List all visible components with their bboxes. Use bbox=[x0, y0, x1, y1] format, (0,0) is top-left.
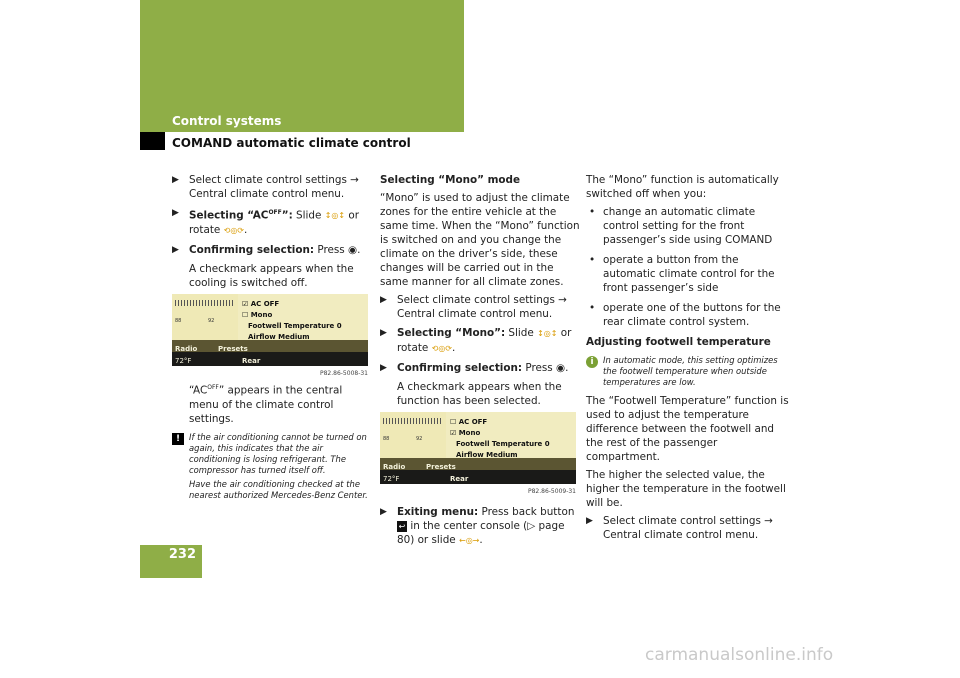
menu-item-rear: Rear bbox=[450, 475, 469, 483]
column-1: ▶ Select climate control settings → Cent… bbox=[172, 173, 372, 507]
mono-paragraph: “Mono” is used to adjust the climate zon… bbox=[380, 192, 580, 288]
step-select-mono: ▶ Selecting “Mono”: Slide ↕◎↕ or rotate … bbox=[380, 327, 572, 354]
column-2: Selecting “Mono” mode “Mono” is used to … bbox=[380, 173, 580, 553]
step-arrow-icon: ▶ bbox=[380, 295, 387, 305]
step-arrow-icon: ▶ bbox=[172, 208, 179, 218]
menu-item-mono: ☐ Mono bbox=[242, 311, 273, 320]
slide-left-right-icon: ←◎→ bbox=[459, 536, 480, 545]
step-select-settings: ▶ Select climate control settings → Cent… bbox=[172, 174, 359, 200]
step-confirm: ▶ Confirming selection: Press ◉. bbox=[172, 244, 361, 257]
step-arrow-icon: ▶ bbox=[380, 363, 387, 373]
list-item: •change an automatic climate control set… bbox=[589, 206, 773, 246]
slide-updown-icon: ↕◎↕ bbox=[537, 329, 558, 338]
result-text: A checkmark appears when the cooling is … bbox=[189, 263, 354, 290]
footwell-paragraph-1: The “Footwell Temperature” function is u… bbox=[586, 395, 789, 463]
rotate-icon: ⟲◎⟳ bbox=[223, 226, 245, 236]
step-arrow-icon: ▶ bbox=[172, 175, 179, 185]
step-arrow-icon: ▶ bbox=[380, 328, 387, 338]
menu-item-ac: ☐ AC OFF bbox=[450, 418, 488, 426]
footwell-heading: Adjusting footwell temperature bbox=[586, 336, 771, 348]
step-select-settings: ▶ Select climate control settings → Cent… bbox=[380, 294, 567, 320]
warning-icon: ! bbox=[172, 432, 184, 445]
subsection-title: COMAND automatic climate control bbox=[172, 136, 411, 150]
figure-code: P82.86-5009-31 bbox=[527, 488, 576, 495]
menu-item-ac: ☑ AC OFF bbox=[242, 300, 280, 309]
menu-item-footwell: Footwell Temperature 0 bbox=[248, 322, 342, 331]
display-bottom: Radio Presets 72°F Rear bbox=[380, 458, 576, 484]
press-icon: ◉ bbox=[348, 244, 358, 257]
scale bbox=[175, 300, 233, 307]
step-select-ac: ▶ Selecting “ACOFF”: Slide ↕◎↕ or rotate… bbox=[172, 208, 360, 237]
result-text: A checkmark appears when the function ha… bbox=[397, 381, 562, 407]
radio-label: Radio bbox=[175, 345, 198, 354]
step-arrow-icon: ▶ bbox=[172, 245, 179, 256]
info-note: i In automatic mode, this setting optimi… bbox=[586, 355, 790, 388]
menu-item-rear: Rear bbox=[242, 357, 261, 366]
page-number-box: 232 bbox=[140, 545, 202, 578]
back-button-icon: ↩ bbox=[397, 520, 407, 532]
display-bottom: Radio Presets 72°F Rear bbox=[172, 340, 368, 367]
scale bbox=[383, 418, 441, 424]
footwell-paragraph-2: The higher the selected value, the highe… bbox=[586, 469, 786, 509]
header-bar bbox=[140, 0, 464, 132]
section-title: Control systems bbox=[172, 114, 282, 128]
presets-label: Presets bbox=[218, 345, 248, 354]
figure-code: P82.86-5008-31 bbox=[319, 370, 368, 378]
step-confirm: ▶ Confirming selection: Press ◉. bbox=[380, 362, 569, 374]
column-3: The “Mono” function is automatically swi… bbox=[586, 173, 790, 547]
step-exit-menu: ▶ Exiting menu: Press back button ↩ in t… bbox=[380, 506, 575, 546]
caption: “ACOFF” appears in the central menu of t… bbox=[189, 384, 343, 425]
info-icon: i bbox=[586, 356, 598, 368]
list-item: •operate one of the buttons for the rear… bbox=[589, 302, 781, 328]
temp-readout: 72°F bbox=[383, 475, 400, 483]
step-arrow-icon: ▶ bbox=[586, 516, 593, 526]
menu-item-mono: ☑ Mono bbox=[450, 429, 481, 437]
header-marker bbox=[140, 132, 165, 150]
radio-label: Radio bbox=[383, 463, 406, 471]
warning-note: ! If the air conditioning cannot be turn… bbox=[172, 432, 372, 501]
press-icon: ◉ bbox=[556, 362, 566, 374]
step-select-settings: ▶ Select climate control settings → Cent… bbox=[586, 515, 773, 541]
watermark: carmanualsonline.info bbox=[645, 645, 834, 665]
step-arrow-icon: ▶ bbox=[380, 507, 387, 517]
temp-readout: 72°F bbox=[175, 357, 192, 366]
menu-item-airflow: Airflow Medium bbox=[248, 333, 310, 342]
menu-item-footwell: Footwell Temperature 0 bbox=[456, 440, 550, 448]
mono-off-intro: The “Mono” function is automatically swi… bbox=[586, 174, 779, 200]
menu-item-airflow: Airflow Medium bbox=[456, 451, 518, 459]
list-item: •operate a button from the automatic cli… bbox=[589, 254, 775, 294]
slide-updown-icon: ↕◎↕ bbox=[324, 211, 346, 221]
presets-label: Presets bbox=[426, 463, 456, 471]
mono-heading: Selecting “Mono” mode bbox=[380, 174, 521, 186]
rotate-icon: ⟲◎⟳ bbox=[431, 344, 453, 353]
page-number: 232 bbox=[168, 547, 196, 562]
